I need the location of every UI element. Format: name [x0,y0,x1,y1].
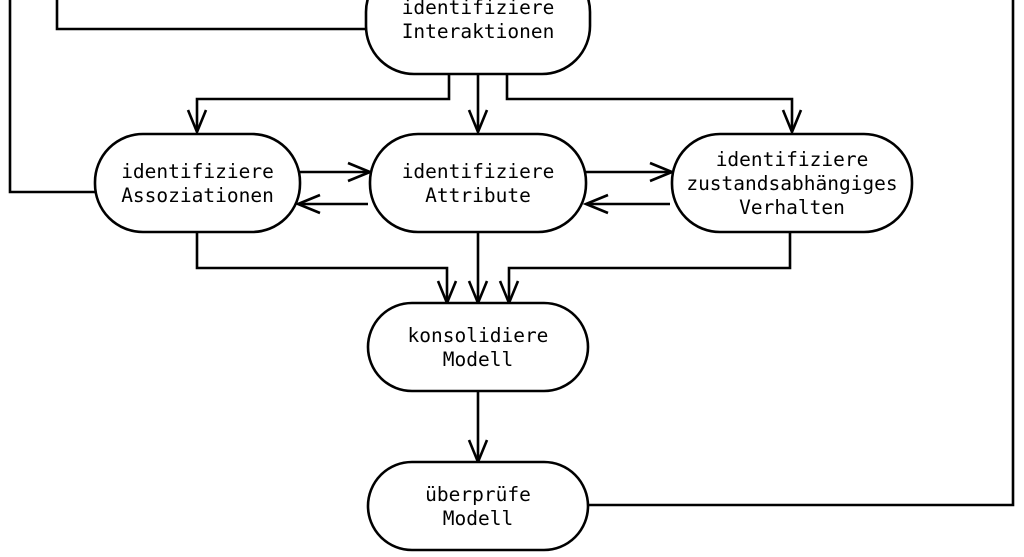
edge-interaktionen-to-verhalten [505,74,803,136]
edge-ueberpruefe-feedback-right-line [588,0,1015,507]
node-shape-attribute[interactable] [368,132,588,234]
edge-interaktionen-to-assoziationen [186,74,451,136]
edge-attribute-to-assoziationen-arrowhead-icon [294,193,321,215]
edge-interaktionen-to-attribute-arrowhead-icon [467,109,489,136]
edge-interaktionen-to-assoziationen-arrowhead-icon [186,109,208,136]
node-label-attribute-line-1: identifiziere [402,160,555,183]
edge-attribute-to-verhalten [586,161,676,183]
node-label-ueberpruefe-line-2: Modell [443,507,513,530]
node-label-attribute-line-2: Attribute [425,184,531,207]
node-label-assoziationen-line-1: identifiziere [121,160,274,183]
edge-interaktionen-to-assoziationen-line [195,74,451,130]
node-label-verhalten-line-3: Verhalten [739,196,845,219]
edge-verhalten-to-konsolidiere [498,233,792,307]
edge-attribute-to-assoziationen [294,193,368,215]
node-shape-verhalten[interactable] [670,132,914,234]
edge-verhalten-to-konsolidiere-line [507,233,792,301]
node-shape-assoziationen[interactable] [93,132,302,234]
edge-assoziationen-to-konsolidiere [195,233,458,307]
node-shape-interaktionen[interactable] [364,0,592,76]
node-label-interaktionen-line-1: identifiziere [402,0,555,19]
nodes-layer: identifiziereInteraktionenidentifiziereA… [93,0,914,552]
node-label-assoziationen-line-2: Assoziationen [121,184,274,207]
edges-layer [8,0,1015,507]
edge-interaktionen-feedback-left [55,0,372,31]
edge-verhalten-to-attribute-arrowhead-icon [582,193,609,215]
edge-assoziationen-to-attribute [298,161,374,183]
node-label-ueberpruefe-line-1: überprüfe [425,483,531,506]
edge-verhalten-to-attribute [582,193,670,215]
node-label-verhalten-line-1: identifiziere [716,148,869,171]
edge-feedback-left-to-assoziationen-line [8,0,112,194]
edge-assoziationen-to-konsolidiere-line [195,233,449,301]
edge-ueberpruefe-feedback-right [588,0,1015,507]
node-label-konsolidiere-line-1: konsolidiere [408,324,549,347]
edge-konsolidiere-to-ueberpruefe [467,391,489,466]
node-shape-ueberpruefe[interactable] [366,460,590,552]
edge-interaktionen-feedback-left-line [55,0,372,31]
edge-feedback-left-to-assoziationen [8,0,112,194]
node-label-interaktionen-line-2: Interaktionen [402,20,555,43]
edge-attribute-to-konsolidiere [467,233,489,307]
edge-interaktionen-to-verhalten-arrowhead-icon [781,109,803,136]
edge-interaktionen-to-attribute [467,74,489,136]
node-label-konsolidiere-line-2: Modell [443,348,513,371]
node-shape-konsolidiere[interactable] [366,301,590,393]
edge-interaktionen-to-verhalten-line [505,74,794,130]
node-label-verhalten-line-2: zustandsabhängiges [686,172,897,195]
